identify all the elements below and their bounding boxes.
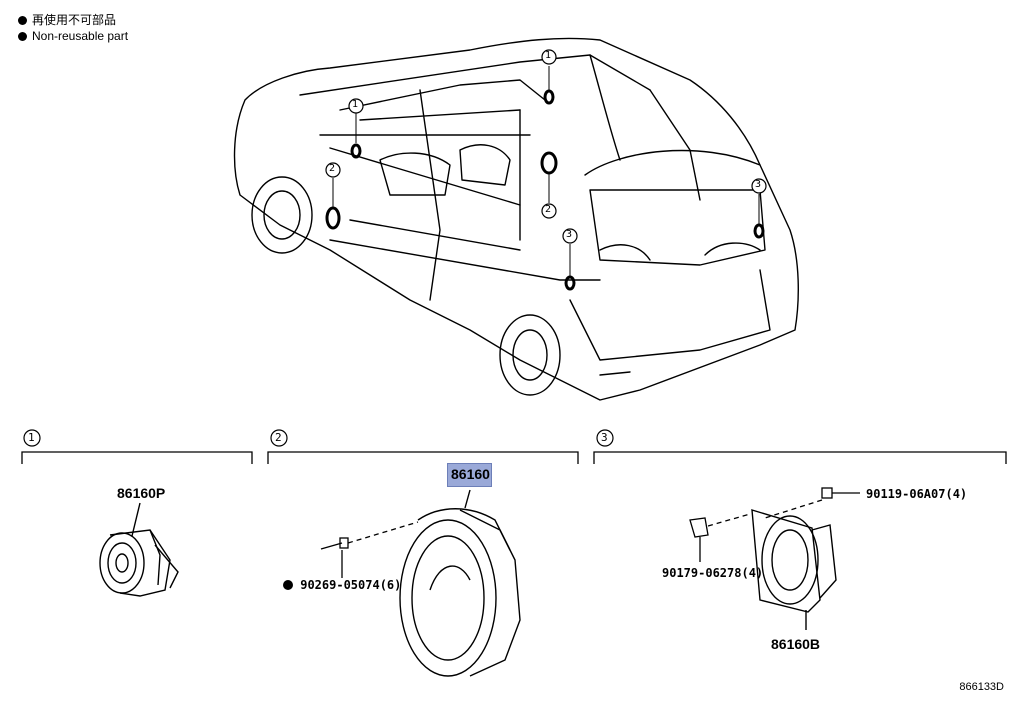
section-number-1: 1 bbox=[28, 431, 35, 444]
car-callout[interactable]: 1 bbox=[545, 50, 552, 61]
car-callout[interactable]: 2 bbox=[545, 204, 552, 215]
bolt-90269-label[interactable]: 90269-05074(6) bbox=[283, 578, 401, 592]
non-reusable-dot-icon bbox=[18, 15, 27, 25]
section-number-3: 3 bbox=[601, 431, 608, 444]
legend-line-en: Non-reusable part bbox=[32, 29, 129, 43]
car-callout[interactable]: 2 bbox=[329, 163, 336, 174]
car-callout[interactable]: 3 bbox=[755, 179, 762, 190]
section-number-2: 2 bbox=[275, 431, 282, 444]
part-86160P-label[interactable]: 86160P bbox=[117, 485, 166, 501]
bolt-90119-label[interactable]: 90119-06A07(4) bbox=[866, 487, 968, 501]
legend: 再使用不可部品 Non-reusable part bbox=[18, 12, 128, 44]
car-callout[interactable]: 3 bbox=[566, 229, 573, 240]
legend-line-jp: 再使用不可部品 bbox=[32, 13, 117, 27]
clip-90179-label[interactable]: 90179-06278(4) bbox=[662, 566, 764, 580]
car-callout[interactable]: 1 bbox=[352, 99, 359, 110]
bolt-90269-text: 90269-05074(6) bbox=[300, 578, 402, 592]
diagram-reference-code: 866133D bbox=[959, 681, 1004, 693]
non-reusable-dot-icon bbox=[283, 580, 293, 590]
non-reusable-dot-icon bbox=[18, 31, 27, 41]
part-86160-highlight[interactable] bbox=[447, 463, 492, 487]
part-86160B-label[interactable]: 86160B bbox=[771, 636, 821, 652]
part-86160-label[interactable]: 86160 bbox=[451, 466, 490, 482]
